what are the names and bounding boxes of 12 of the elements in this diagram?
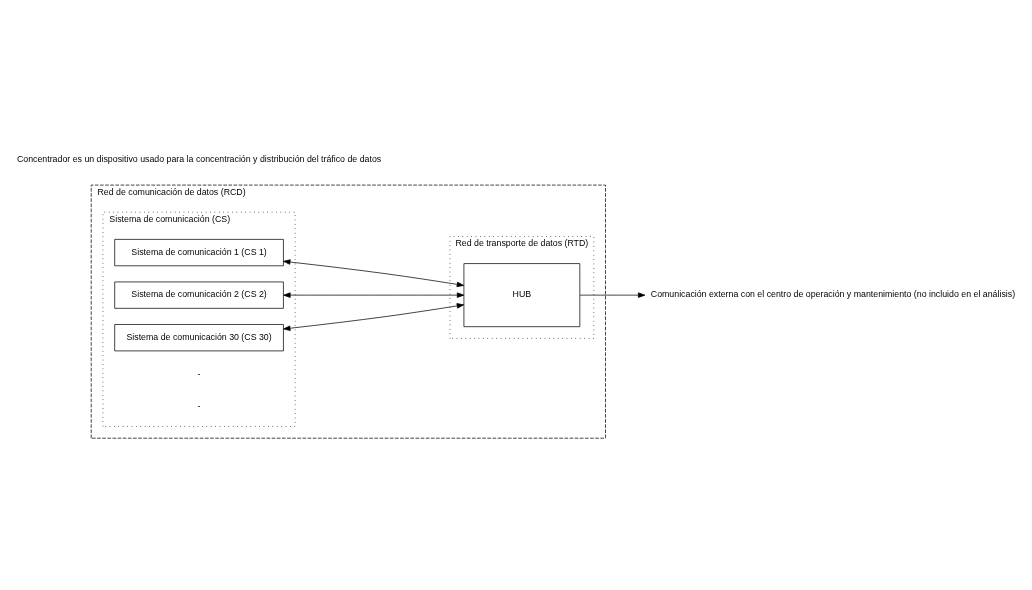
label: Concentrador es un dispositivo usado para la concentración y distribución del tráfico de datos — [16, 153, 382, 164]
arrow — [283, 258, 465, 287]
node-box: Sistema de comunicación 2 (CS 2) — [114, 281, 284, 309]
node-text: Comunicación externa con el centro de operación y mantenimiento (no incluido en el análisis) — [650, 288, 1016, 299]
label: - — [197, 400, 201, 411]
node-box: HUB — [463, 262, 581, 327]
node-box: Sistema de comunicación 30 (CS 30) — [114, 323, 284, 351]
arrow — [283, 302, 465, 331]
label: - — [197, 368, 201, 379]
arrow — [579, 291, 646, 298]
node-box: Sistema de comunicación 1 (CS 1) — [114, 238, 284, 266]
arrow — [283, 291, 465, 298]
